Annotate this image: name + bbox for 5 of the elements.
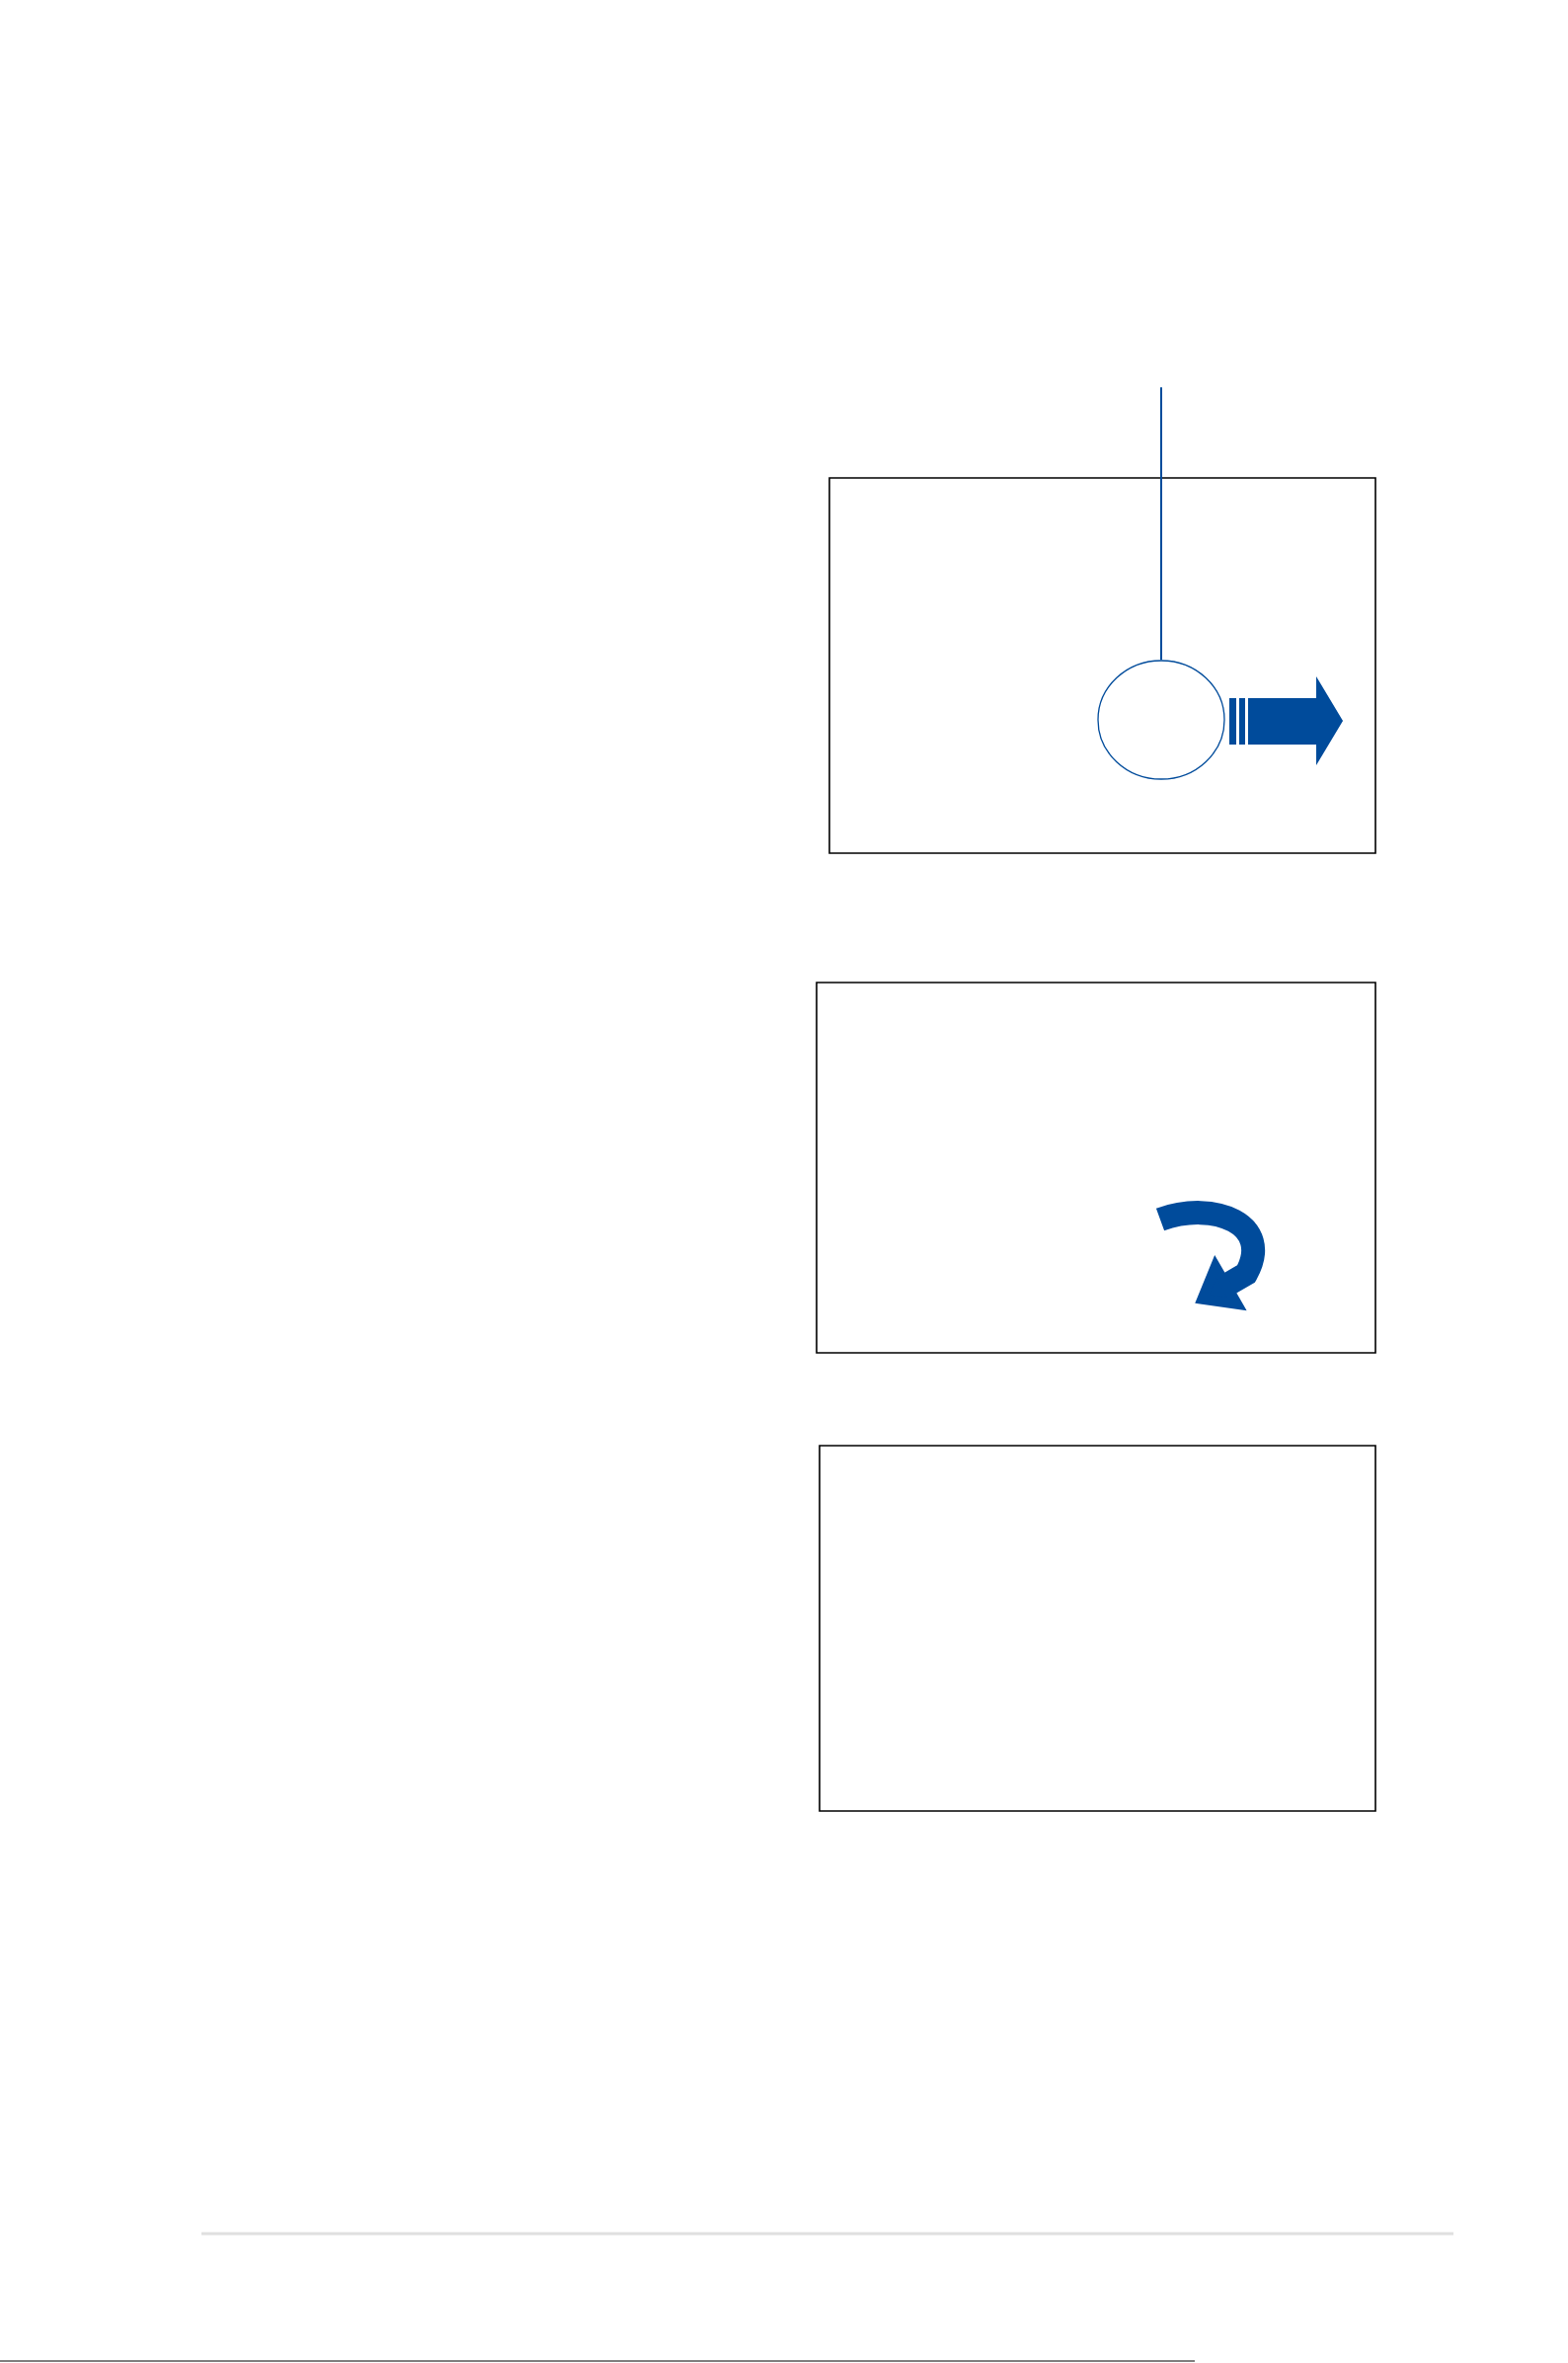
leader-line (1160, 386, 1162, 662)
panel-box (816, 982, 1376, 1354)
panel-box (828, 477, 1376, 854)
panel-box (819, 1445, 1376, 1812)
circle (1097, 660, 1225, 780)
